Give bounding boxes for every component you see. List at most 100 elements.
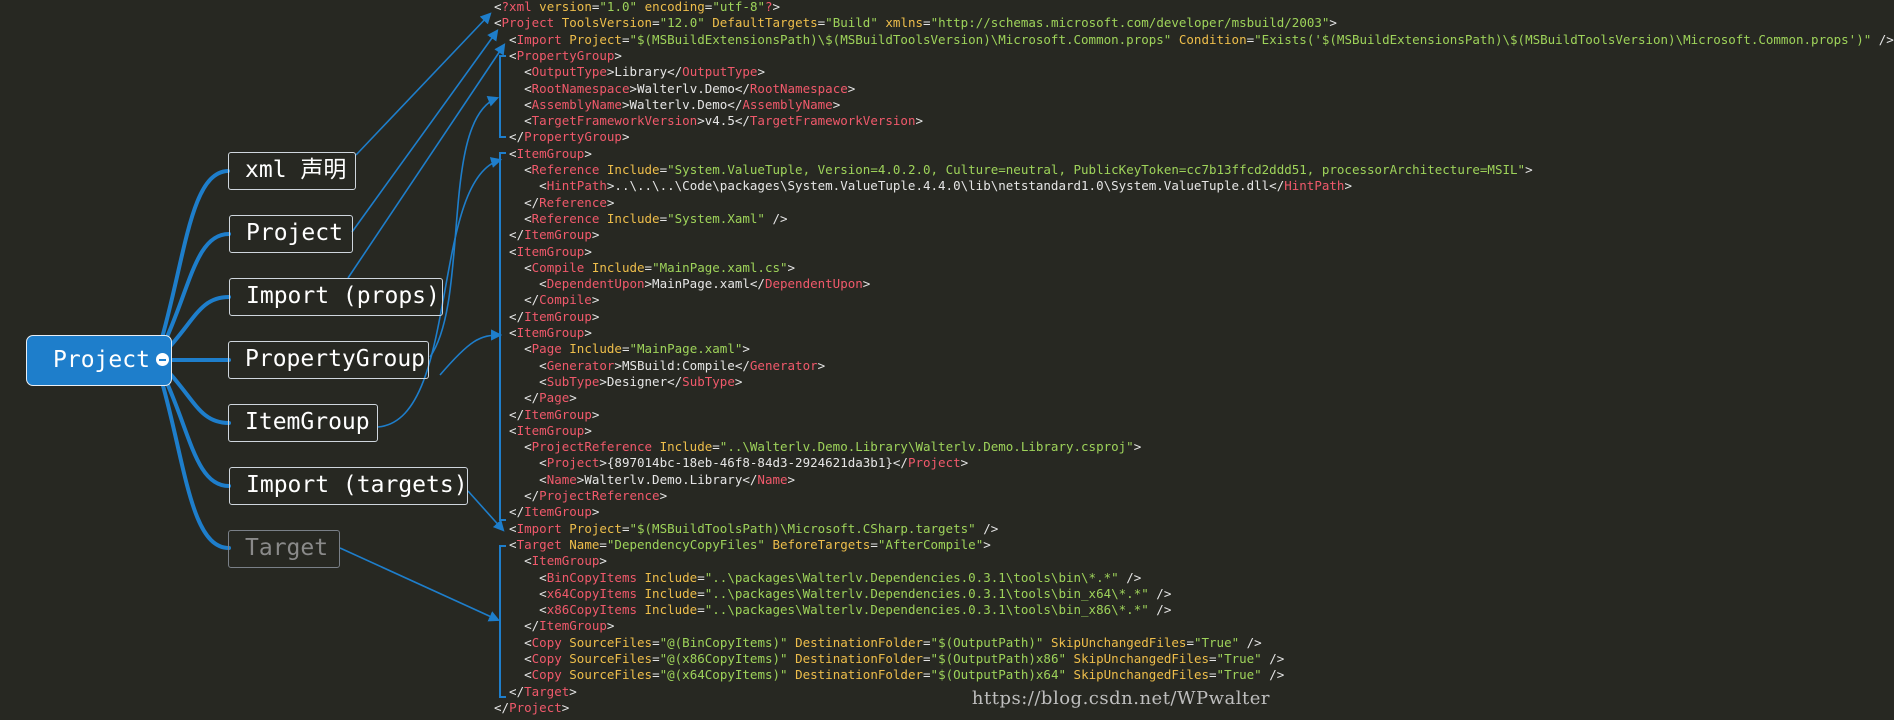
- code-token: OutputType: [682, 64, 758, 80]
- code-token: >: [584, 422, 592, 438]
- code-line: <ItemGroup>: [494, 244, 592, 260]
- code-token: <: [494, 422, 517, 438]
- code-token: Include: [591, 259, 645, 275]
- bracket-target: [499, 545, 506, 698]
- code-token: "..\packages\Walterlv.Dependencies.0.3.1…: [704, 569, 1119, 585]
- code-token: >: [734, 373, 743, 389]
- code-token: "1.0": [599, 0, 638, 14]
- code-token: <: [494, 471, 547, 487]
- code-token: >: [591, 504, 600, 520]
- node-import-targets[interactable]: Import (targets): [229, 467, 468, 505]
- arrow-target: [339, 547, 501, 622]
- code-line: <PropertyGroup>: [494, 48, 622, 64]
- collapse-icon[interactable]: [154, 351, 171, 368]
- code-token: =: [697, 585, 705, 601]
- code-token: <: [494, 651, 532, 666]
- node-propertygroup[interactable]: PropertyGroup: [228, 341, 429, 379]
- code-token: >: [757, 64, 765, 80]
- code-token: >: [569, 390, 577, 406]
- code-token: DependentUpon: [546, 276, 645, 292]
- code-token: "@(BinCopyItems)": [659, 634, 788, 650]
- code-token: =: [1246, 31, 1255, 47]
- code-token: >: [606, 194, 615, 210]
- code-line: <ItemGroup>: [494, 423, 592, 439]
- code-token: </: [494, 227, 525, 243]
- code-token: <: [494, 47, 517, 63]
- code-token: [788, 635, 796, 650]
- code-token: Condition: [1178, 31, 1247, 47]
- code-token: />: [975, 520, 999, 536]
- code-token: SkipUnchangedFiles: [1073, 651, 1210, 666]
- code-token: Project: [546, 455, 600, 471]
- code-token: >: [983, 536, 991, 552]
- code-token: >: [591, 227, 600, 243]
- code-line: </Page>: [494, 390, 577, 406]
- node-project[interactable]: Project: [229, 215, 353, 253]
- code-token: <: [494, 178, 547, 194]
- code-token: <: [494, 243, 517, 259]
- code-token: >: [742, 341, 750, 357]
- code-line: </Project>: [494, 700, 569, 716]
- code-token: "..\packages\Walterlv.Dependencies.0.3.1…: [704, 602, 1149, 618]
- code-token: SubType: [546, 373, 600, 389]
- node-xml-declaration[interactable]: xml 声明: [228, 152, 356, 190]
- code-token: [1066, 651, 1074, 666]
- code-line: <Compile Include="MainPage.xaml.cs">: [494, 260, 795, 276]
- root-node[interactable]: Project: [26, 335, 172, 386]
- node-itemgroup[interactable]: ItemGroup: [228, 404, 378, 442]
- branch-line-project: [160, 232, 231, 350]
- code-token: "MainPage.xaml": [629, 341, 743, 357]
- code-token: >: [606, 618, 615, 634]
- code-token: ItemGroup: [531, 553, 600, 569]
- node-target[interactable]: Target: [228, 530, 340, 568]
- code-token: />: [1261, 651, 1285, 666]
- code-token: ItemGroup: [516, 145, 585, 161]
- code-token: PropertyGroup: [524, 129, 622, 145]
- code-token: PropertyGroup: [516, 47, 615, 63]
- code-token: "True": [1216, 667, 1262, 683]
- code-token: DefaultTargets: [712, 15, 818, 31]
- code-token: =: [1209, 667, 1217, 683]
- code-token: >: [847, 80, 856, 96]
- code-token: =: [697, 569, 705, 585]
- code-token: <: [494, 145, 517, 161]
- code-token: />: [1239, 634, 1262, 650]
- code-token: <: [494, 64, 532, 80]
- code-token: [1043, 635, 1051, 650]
- code-token: >: [591, 308, 600, 324]
- code-token: Page: [531, 341, 570, 357]
- code-token: Target: [524, 683, 570, 699]
- code-token: =: [1186, 634, 1194, 650]
- code-token: "True": [1193, 634, 1240, 650]
- code-token: Include: [644, 569, 698, 585]
- code-token: "System.ValueTuple, Version=4.0.2.0, Cul…: [667, 162, 1526, 177]
- arrow-import-props: [347, 43, 506, 279]
- code-token: =: [704, 0, 713, 14]
- node-label: Import (targets): [246, 472, 468, 498]
- code-token: Project: [569, 31, 622, 47]
- code-token: RootNamespace: [749, 80, 848, 96]
- code-token: =: [621, 341, 630, 357]
- code-token: </: [494, 406, 525, 422]
- node-import-props[interactable]: Import (props): [229, 278, 443, 316]
- code-token: "System.Xaml": [667, 210, 765, 226]
- code-token: DestinationFolder: [795, 651, 924, 666]
- code-token: ProjectReference: [539, 488, 660, 503]
- code-token: <: [494, 520, 517, 536]
- code-token: />: [1148, 585, 1172, 601]
- code-line: </ProjectReference>: [494, 488, 667, 504]
- code-token: >: [659, 488, 668, 503]
- code-token: =: [712, 439, 720, 455]
- code-token: >: [772, 0, 781, 14]
- code-token: ItemGroup: [524, 504, 592, 520]
- code-token: Import: [516, 520, 570, 536]
- code-token: Copy: [531, 634, 570, 650]
- code-token: Copy: [531, 651, 570, 666]
- code-token: Compile: [539, 292, 592, 308]
- code-token: SourceFiles: [569, 651, 653, 666]
- code-token: x64CopyItems: [546, 585, 645, 601]
- code-token: SourceFiles: [569, 667, 653, 683]
- code-token: RootNamespace: [531, 80, 630, 96]
- code-line: <TargetFrameworkVersion>v4.5</TargetFram…: [494, 113, 923, 129]
- code-token: "$(OutputPath)": [930, 634, 1044, 650]
